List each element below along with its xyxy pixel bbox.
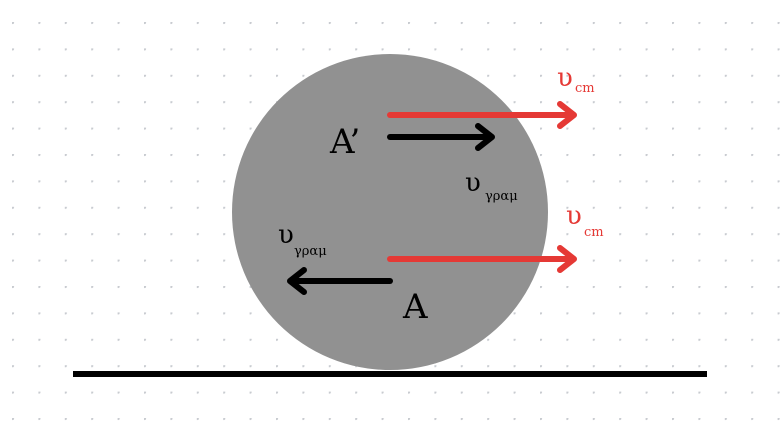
- svg-text:υ: υ: [557, 63, 573, 93]
- vlin-label-bottom: υ γραμ: [278, 220, 327, 259]
- svg-text:υ: υ: [465, 168, 481, 198]
- svg-text:cm: cm: [575, 81, 595, 96]
- svg-text:υ: υ: [278, 220, 294, 250]
- vcm-label-bottom: υ cm: [566, 201, 604, 240]
- vcm-arrow-top: [387, 101, 577, 129]
- vlin-arrow-bottom: [287, 267, 393, 295]
- disk: [232, 54, 548, 370]
- svg-text:γραμ: γραμ: [485, 189, 518, 204]
- svg-text:υ: υ: [566, 201, 582, 231]
- svg-text:cm: cm: [584, 225, 604, 240]
- svg-text:γραμ: γραμ: [294, 244, 327, 259]
- vlin-label-top: υ γραμ: [465, 168, 518, 204]
- point-a-prime-label: A’: [329, 122, 360, 162]
- point-a-label: A: [402, 287, 428, 327]
- vcm-label-top: υ cm: [557, 63, 595, 96]
- vcm-arrow-bottom: [387, 245, 577, 273]
- vlin-arrow-top: [387, 123, 495, 151]
